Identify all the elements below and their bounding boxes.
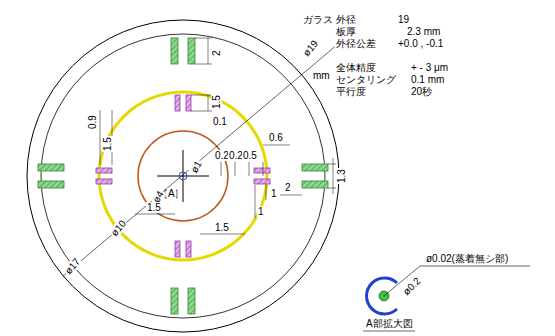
dimension-label: 1.3 xyxy=(336,168,347,184)
dimension-label: mm xyxy=(312,70,331,81)
dimension-lines xyxy=(100,38,336,234)
dimension-label: 0.5 xyxy=(242,150,258,161)
dimension-label: センタリング xyxy=(335,74,397,85)
dimension-label: 1.5 xyxy=(146,202,162,213)
dimension-label: 平行度 xyxy=(335,86,367,97)
dimension-label: + - 3 μm xyxy=(410,62,449,73)
dimension-label: ガラス xyxy=(302,14,334,25)
dimension-label: 板厚 xyxy=(335,26,357,37)
dimension-label: 0.1 mm xyxy=(410,74,445,85)
dimension-label: 1 xyxy=(270,188,278,199)
circles xyxy=(27,20,339,332)
dimension-label: 1.5 xyxy=(211,94,222,110)
dimension-label: 全体精度 xyxy=(335,62,377,73)
dimension-label: 0.1 xyxy=(212,116,228,127)
dimension-label: A部拡大図 xyxy=(365,318,414,329)
dimension-label: ø0.2 xyxy=(400,274,423,297)
green-bars xyxy=(38,38,328,314)
dimension-label: A xyxy=(167,188,176,199)
dimension-label: 外径公差 xyxy=(335,38,377,49)
dimension-label: 1.5 xyxy=(102,136,113,152)
dimension-label: 2.3 mm xyxy=(406,26,441,37)
dimension-label: 0.6 xyxy=(268,132,284,143)
dimension-label: 1.5 xyxy=(214,222,230,233)
dimension-label: 2 xyxy=(211,49,222,57)
dimension-label: 2 xyxy=(284,182,292,193)
dimension-label: 1 xyxy=(257,206,265,217)
dimension-label: ø19 xyxy=(300,37,321,59)
dimension-label: +0.0 , -0.1 xyxy=(397,38,444,49)
dimension-label: 0.9 xyxy=(87,114,98,130)
dimension-label: ø0.02(蒸着無シ部) xyxy=(425,253,509,264)
dimension-label: 19 xyxy=(397,14,410,25)
purple-bars xyxy=(96,95,270,257)
dimension-label: 20秒 xyxy=(410,86,433,97)
diameter-lines xyxy=(63,44,356,276)
detail-view xyxy=(363,266,530,331)
dimension-label: ø1 xyxy=(188,158,204,175)
dimension-label: 外径 xyxy=(335,14,357,25)
